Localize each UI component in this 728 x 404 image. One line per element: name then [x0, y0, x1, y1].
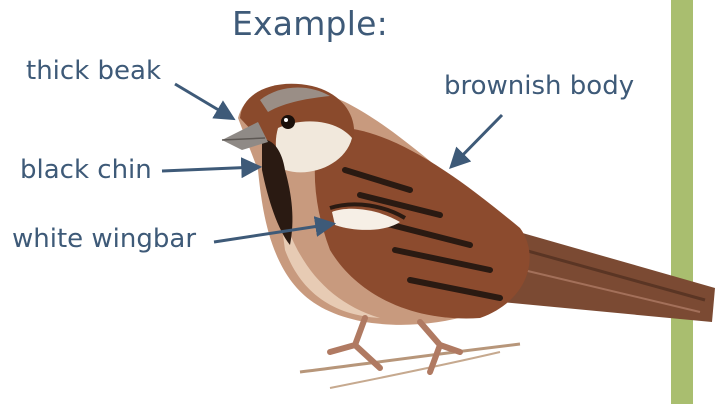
arrow-thick-beak	[175, 84, 232, 118]
label-brownish-body: brownish body	[444, 71, 634, 101]
eye	[281, 115, 295, 129]
label-black-chin: black chin	[20, 155, 152, 185]
example-title: Example:	[232, 4, 388, 43]
arrow-brownish-body	[452, 115, 502, 166]
arrow-black-chin	[162, 167, 258, 171]
legs	[330, 318, 460, 372]
label-thick-beak: thick beak	[26, 56, 161, 86]
label-white-wingbar: white wingbar	[12, 224, 196, 254]
